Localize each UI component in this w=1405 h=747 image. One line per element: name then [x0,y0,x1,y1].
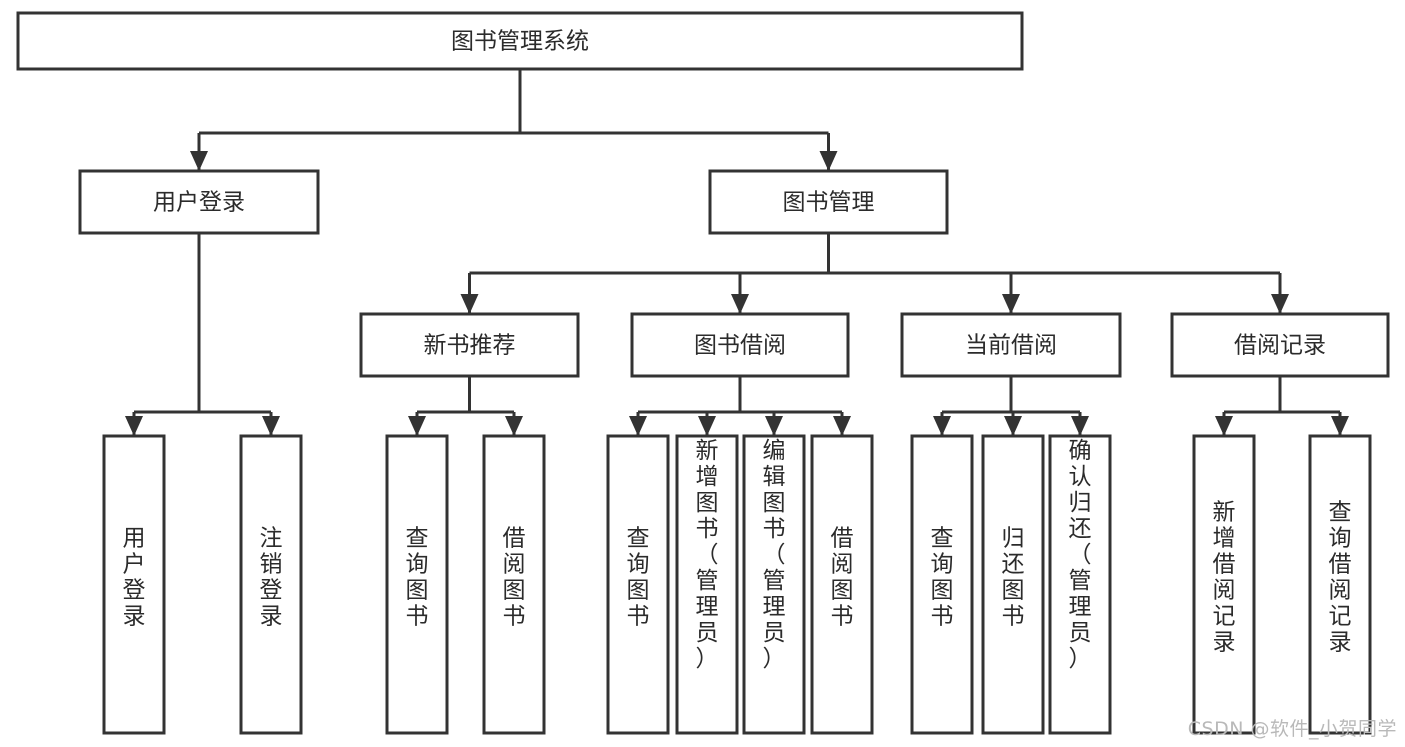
node-box [1192,434,1256,735]
arrow-head-icon [819,151,838,171]
node-box [1308,434,1372,735]
node-label: 图书借阅 [694,333,786,359]
node-label: 借阅记录 [1234,333,1326,359]
node-label: 借阅图书 [503,526,526,630]
node-leaf-confirm-return[interactable]: 确认归还（管理员） [1048,434,1112,735]
arrow-head-icon [933,416,951,436]
node-box [900,312,1122,378]
arrow-head-icon [125,416,143,436]
connector-group-book-borrow [629,376,851,436]
node-label: 注销登录 [260,526,283,630]
arrow-head-icon [460,294,479,314]
connector-group-root [190,69,838,171]
node-label: 新增图书（管理员） [696,438,719,672]
node-box [675,434,739,735]
node-label: 新书推荐 [424,333,516,359]
node-leaf-query-book-rec[interactable]: 查询图书 [385,434,449,735]
arrow-head-icon [1071,416,1089,436]
watermark-label: CSDN @软件_小贺同学 [1187,718,1397,740]
node-leaf-add-book[interactable]: 新增图书（管理员） [675,434,739,735]
node-box [385,434,449,735]
node-box [482,434,546,735]
node-label: 查询图书 [931,526,954,630]
node-box [1048,434,1112,735]
node-leaf-borrow-book[interactable]: 借阅图书 [810,434,874,735]
node-box [630,312,850,378]
node-leaf-logout[interactable]: 注销登录 [239,434,303,735]
node-borrow-record[interactable]: 借阅记录 [1170,312,1390,378]
node-label: 图书管理 [783,190,875,216]
node-label: 查询图书 [627,526,650,630]
node-box [239,434,303,735]
node-root[interactable]: 图书管理系统 [16,11,1024,71]
node-box [981,434,1045,735]
node-label: 借阅图书 [831,526,854,630]
node-current-borrow[interactable]: 当前借阅 [900,312,1122,378]
node-book-borrow[interactable]: 图书借阅 [630,312,850,378]
arrow-head-icon [505,416,523,436]
node-box [102,434,166,735]
connector-group-user-login [125,233,280,436]
node-user-login[interactable]: 用户登录 [78,169,320,235]
node-box [708,169,949,235]
arrow-head-icon [1331,416,1349,436]
connector-group-current-borrow [933,376,1089,436]
arrow-head-icon [1215,416,1233,436]
node-leaf-query-book-borrow[interactable]: 查询图书 [606,434,670,735]
node-label: 用户登录 [123,526,146,630]
node-label: 确认归还（管理员） [1069,438,1092,672]
node-leaf-user-login[interactable]: 用户登录 [102,434,166,735]
node-box [16,11,1024,71]
node-leaf-query-record[interactable]: 查询借阅记录 [1308,434,1372,735]
node-book-manage[interactable]: 图书管理 [708,169,949,235]
node-box [606,434,670,735]
arrow-head-icon [1271,294,1289,314]
node-leaf-return-book[interactable]: 归还图书 [981,434,1045,735]
node-box [742,434,806,735]
node-layer: 图书管理系统用户登录图书管理新书推荐图书借阅当前借阅借阅记录用户登录注销登录查询… [16,11,1390,735]
node-box [78,169,320,235]
node-leaf-add-record[interactable]: 新增借阅记录 [1192,434,1256,735]
arrow-head-icon [833,416,851,436]
arrow-head-icon [698,416,716,436]
node-label: 新增借阅记录 [1213,500,1236,656]
arrow-head-icon [765,416,783,436]
arrow-head-icon [190,151,208,171]
node-box [1170,312,1390,378]
node-label: 当前借阅 [965,333,1057,359]
node-box [810,434,874,735]
arrow-head-icon [1002,294,1020,314]
arrow-head-icon [629,416,647,436]
connector-layer [125,69,1349,436]
arrow-head-icon [408,416,426,436]
arrow-head-icon [731,294,749,314]
arrow-head-icon [1004,416,1022,436]
node-new-book-rec[interactable]: 新书推荐 [359,312,580,378]
node-box [359,312,580,378]
node-label: 编辑图书（管理员） [763,438,786,672]
connector-group-new-book-rec [408,376,523,436]
node-leaf-query-book-cur[interactable]: 查询图书 [910,434,974,735]
node-label: 归还图书 [1002,526,1025,630]
node-label: 查询借阅记录 [1329,500,1352,656]
node-label: 查询图书 [406,526,429,630]
connector-group-borrow-record [1215,376,1349,436]
node-leaf-borrow-book-rec[interactable]: 借阅图书 [482,434,546,735]
connector-group-book-manage [460,233,1289,314]
arrow-head-icon [262,416,280,436]
node-leaf-edit-book[interactable]: 编辑图书（管理员） [742,434,806,735]
node-label: 图书管理系统 [451,29,589,55]
node-label: 用户登录 [153,190,245,216]
node-box [910,434,974,735]
